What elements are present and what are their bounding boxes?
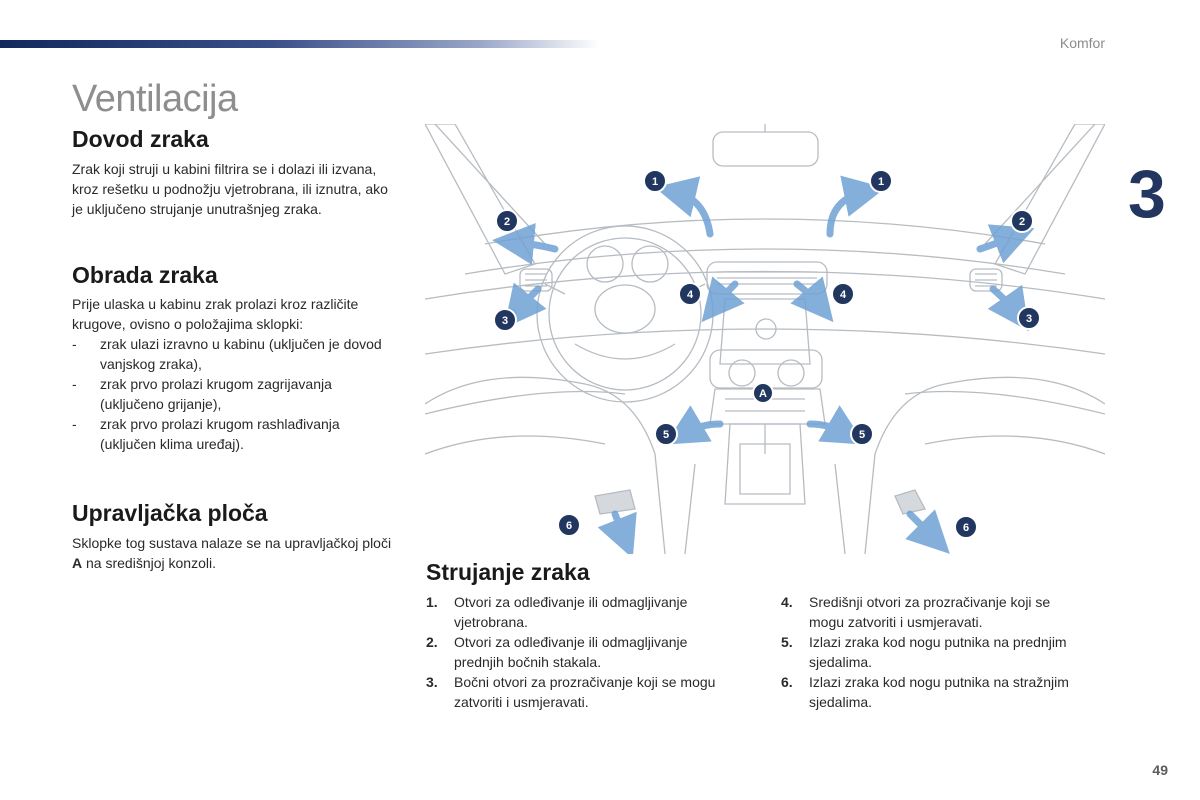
airflow-list-right: 4.Središnji otvori za prozračivanje koji…	[781, 592, 1081, 712]
obrada-zraka-intro: Prije ulaska u kabinu zrak prolazi kroz …	[72, 296, 359, 332]
airflow-list-left: 1.Otvori za odleđivanje ili odmagljivanj…	[426, 592, 726, 712]
callout-badge-2-left: 2	[495, 209, 519, 233]
heading-dovod-zraka: Dovod zraka	[72, 126, 209, 152]
callout-badge-6-right: 6	[954, 515, 978, 539]
list-item: 3.Bočni otvori za prozračivanje koji se …	[426, 674, 716, 710]
svg-text:1: 1	[652, 176, 658, 188]
ventilation-diagram: 1 1 2 2 3 3 4 4 5 5 6 6 A	[425, 124, 1105, 554]
callout-badge-1-right: 1	[869, 169, 893, 193]
list-item: 2.Otvori za odleđivanje ili odmagljivanj…	[426, 634, 688, 670]
list-item: 4.Središnji otvori za prozračivanje koji…	[781, 594, 1051, 630]
svg-text:2: 2	[504, 216, 510, 228]
list-item: -zrak prvo prolazi krugom zagrijavanja (…	[72, 376, 332, 412]
svg-text:A: A	[759, 388, 767, 400]
chapter-number: 3	[1128, 156, 1166, 232]
svg-text:4: 4	[687, 289, 694, 301]
svg-text:5: 5	[859, 429, 865, 441]
svg-text:3: 3	[1026, 313, 1032, 325]
header-bar	[0, 40, 600, 48]
page-number: 49	[1152, 762, 1168, 778]
list-item: 6.Izlazi zraka kod nogu putnika na straž…	[781, 674, 1069, 710]
section-label: Komfor	[1059, 35, 1105, 51]
callout-badge-6-left: 6	[557, 513, 581, 537]
svg-text:1: 1	[878, 176, 884, 188]
list-item: 1.Otvori za odleđivanje ili odmagljivanj…	[426, 594, 688, 630]
airflow-arrows	[492, 175, 1035, 554]
callout-badge-3-right: 3	[1017, 306, 1041, 330]
svg-text:3: 3	[502, 315, 508, 327]
svg-text:4: 4	[840, 289, 847, 301]
car-interior-illustration: 1 1 2 2 3 3 4 4 5 5 6 6 A	[425, 124, 1105, 554]
svg-text:5: 5	[663, 429, 669, 441]
upravljacka-ploca-text: Sklopke tog sustava nalaze se na upravlj…	[72, 535, 392, 571]
callout-badge-5-right: 5	[850, 422, 874, 446]
callout-badge-a: A	[752, 382, 774, 404]
obrada-zraka-list: -zrak ulazi izravno u kabinu (uključen j…	[72, 334, 392, 454]
callout-badge-5-left: 5	[654, 422, 678, 446]
callout-badge-4-left: 4	[678, 282, 702, 306]
heading-upravljacka-ploca: Upravljačka ploča	[72, 500, 268, 526]
heading-obrada-zraka: Obrada zraka	[72, 262, 218, 288]
callout-badge-1-left: 1	[643, 169, 667, 193]
callout-badge-3-left: 3	[493, 308, 517, 332]
list-item: 5.Izlazi zraka kod nogu putnika na predn…	[781, 634, 1067, 670]
callout-badges: 1 1 2 2 3 3 4 4 5 5 6 6 A	[493, 169, 1041, 539]
callout-badge-4-right: 4	[831, 282, 855, 306]
page-title: Ventilacija	[72, 78, 238, 120]
list-item: -zrak prvo prolazi krugom rashlađivanja …	[72, 416, 340, 452]
list-item: -zrak ulazi izravno u kabinu (uključen j…	[72, 336, 382, 372]
callout-badge-2-right: 2	[1010, 209, 1034, 233]
svg-text:6: 6	[566, 520, 572, 532]
interior-outline	[425, 124, 1105, 554]
dovod-zraka-text: Zrak koji struji u kabini filtrira se i …	[72, 161, 388, 217]
svg-text:6: 6	[963, 522, 969, 534]
svg-text:2: 2	[1019, 216, 1025, 228]
heading-strujanje-zraka: Strujanje zraka	[426, 559, 590, 585]
